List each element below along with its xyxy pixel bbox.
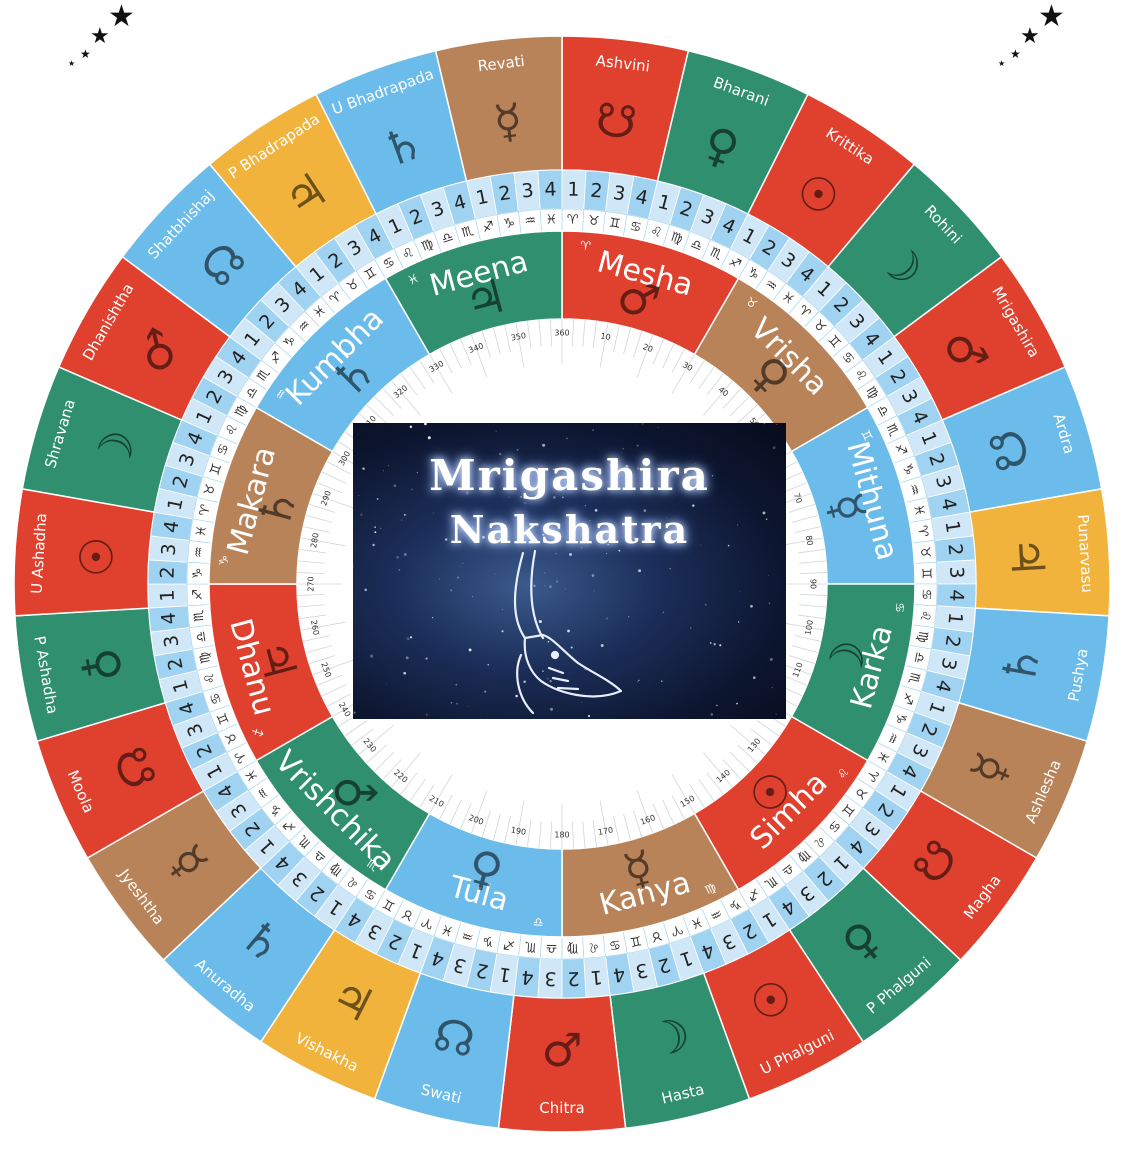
pada-number: 4 <box>158 611 181 625</box>
degree-label: 90 <box>809 579 818 589</box>
pada-number: 2 <box>156 566 178 579</box>
stars-left-icon: ★ ★ ★ ★ <box>60 0 150 80</box>
rashi-sign-icon: ♋ <box>893 602 908 614</box>
navamsa-sign-icon: ♏ <box>191 609 207 622</box>
pada-number: 3 <box>544 967 557 989</box>
pada-number: 3 <box>158 543 181 557</box>
navamsa-sign-icon: ♒ <box>191 546 207 559</box>
pada-number: 3 <box>945 566 967 579</box>
star-icon: ★ <box>1020 26 1040 48</box>
pada-number: 2 <box>944 543 967 557</box>
navamsa-sign-icon: ♌ <box>917 609 933 622</box>
nakshatra-ruler-icon: ☋ <box>593 92 640 150</box>
navamsa-sign-icon: ♓ <box>545 212 557 227</box>
navamsa-sign-icon: ♌ <box>587 939 600 955</box>
pada-number: 2 <box>589 180 603 203</box>
star-icon: ★ <box>1010 48 1021 60</box>
navamsa-sign-icon: ♐ <box>502 936 516 953</box>
pada-number: 1 <box>156 589 178 602</box>
star-icon: ★ <box>80 48 91 60</box>
degree-label: 80 <box>804 535 815 547</box>
navamsa-sign-icon: ♐ <box>190 589 205 601</box>
navamsa-sign-icon: ♏ <box>524 939 537 955</box>
nakshatra-label: Chitra <box>539 1099 584 1117</box>
pada-number: 1 <box>589 966 603 989</box>
star-icon: ★ <box>1038 2 1065 32</box>
degree-label: 180 <box>554 831 569 840</box>
title-panel: Mrigashira Nakshatra <box>353 423 786 719</box>
navamsa-sign-icon: ♋ <box>608 936 622 953</box>
star-icon: ★ <box>108 2 135 32</box>
degree-label: 10 <box>600 331 612 342</box>
nakshatra-ruler-icon: ♃ <box>999 535 1055 579</box>
navamsa-sign-icon: ♑ <box>502 216 516 233</box>
pada-number: 4 <box>945 589 967 602</box>
star-icon: ★ <box>90 26 110 48</box>
navamsa-sign-icon: ♉ <box>587 213 600 229</box>
navamsa-sign-icon: ♊ <box>608 216 622 233</box>
nakshatra-ruler-icon: ☉ <box>69 535 125 579</box>
degree-label: 360 <box>554 329 569 338</box>
navamsa-sign-icon: ♉ <box>917 546 933 559</box>
star-icon: ★ <box>68 60 75 68</box>
rashi-sign-icon: ♎ <box>532 915 544 930</box>
pada-number: 1 <box>944 611 967 625</box>
antelope-icon <box>353 423 786 719</box>
rashi-sign-icon: ♑ <box>216 554 231 566</box>
navamsa-sign-icon: ♓ <box>194 524 211 538</box>
navamsa-sign-icon: ♑ <box>190 567 205 579</box>
navamsa-sign-icon: ♍ <box>566 940 578 955</box>
pada-number: 4 <box>544 178 557 200</box>
star-icon: ★ <box>998 60 1005 68</box>
pada-number: 3 <box>521 180 535 203</box>
navamsa-sign-icon: ♎ <box>194 630 211 644</box>
pada-number: 4 <box>521 966 535 989</box>
degree-label: 270 <box>307 576 316 591</box>
navamsa-sign-icon: ♎ <box>545 940 557 955</box>
navamsa-sign-icon: ♋ <box>918 589 933 601</box>
navamsa-sign-icon: ♊ <box>918 567 933 579</box>
nakshatra-ruler-icon: ♂ <box>541 1023 582 1077</box>
rashi-sign-icon: ♈ <box>580 238 592 253</box>
pada-number: 1 <box>567 178 580 200</box>
navamsa-sign-icon: ♈ <box>567 212 579 227</box>
pada-number: 2 <box>567 967 580 989</box>
stars-right-icon: ★ ★ ★ ★ <box>990 0 1080 80</box>
navamsa-sign-icon: ♒ <box>524 213 537 229</box>
